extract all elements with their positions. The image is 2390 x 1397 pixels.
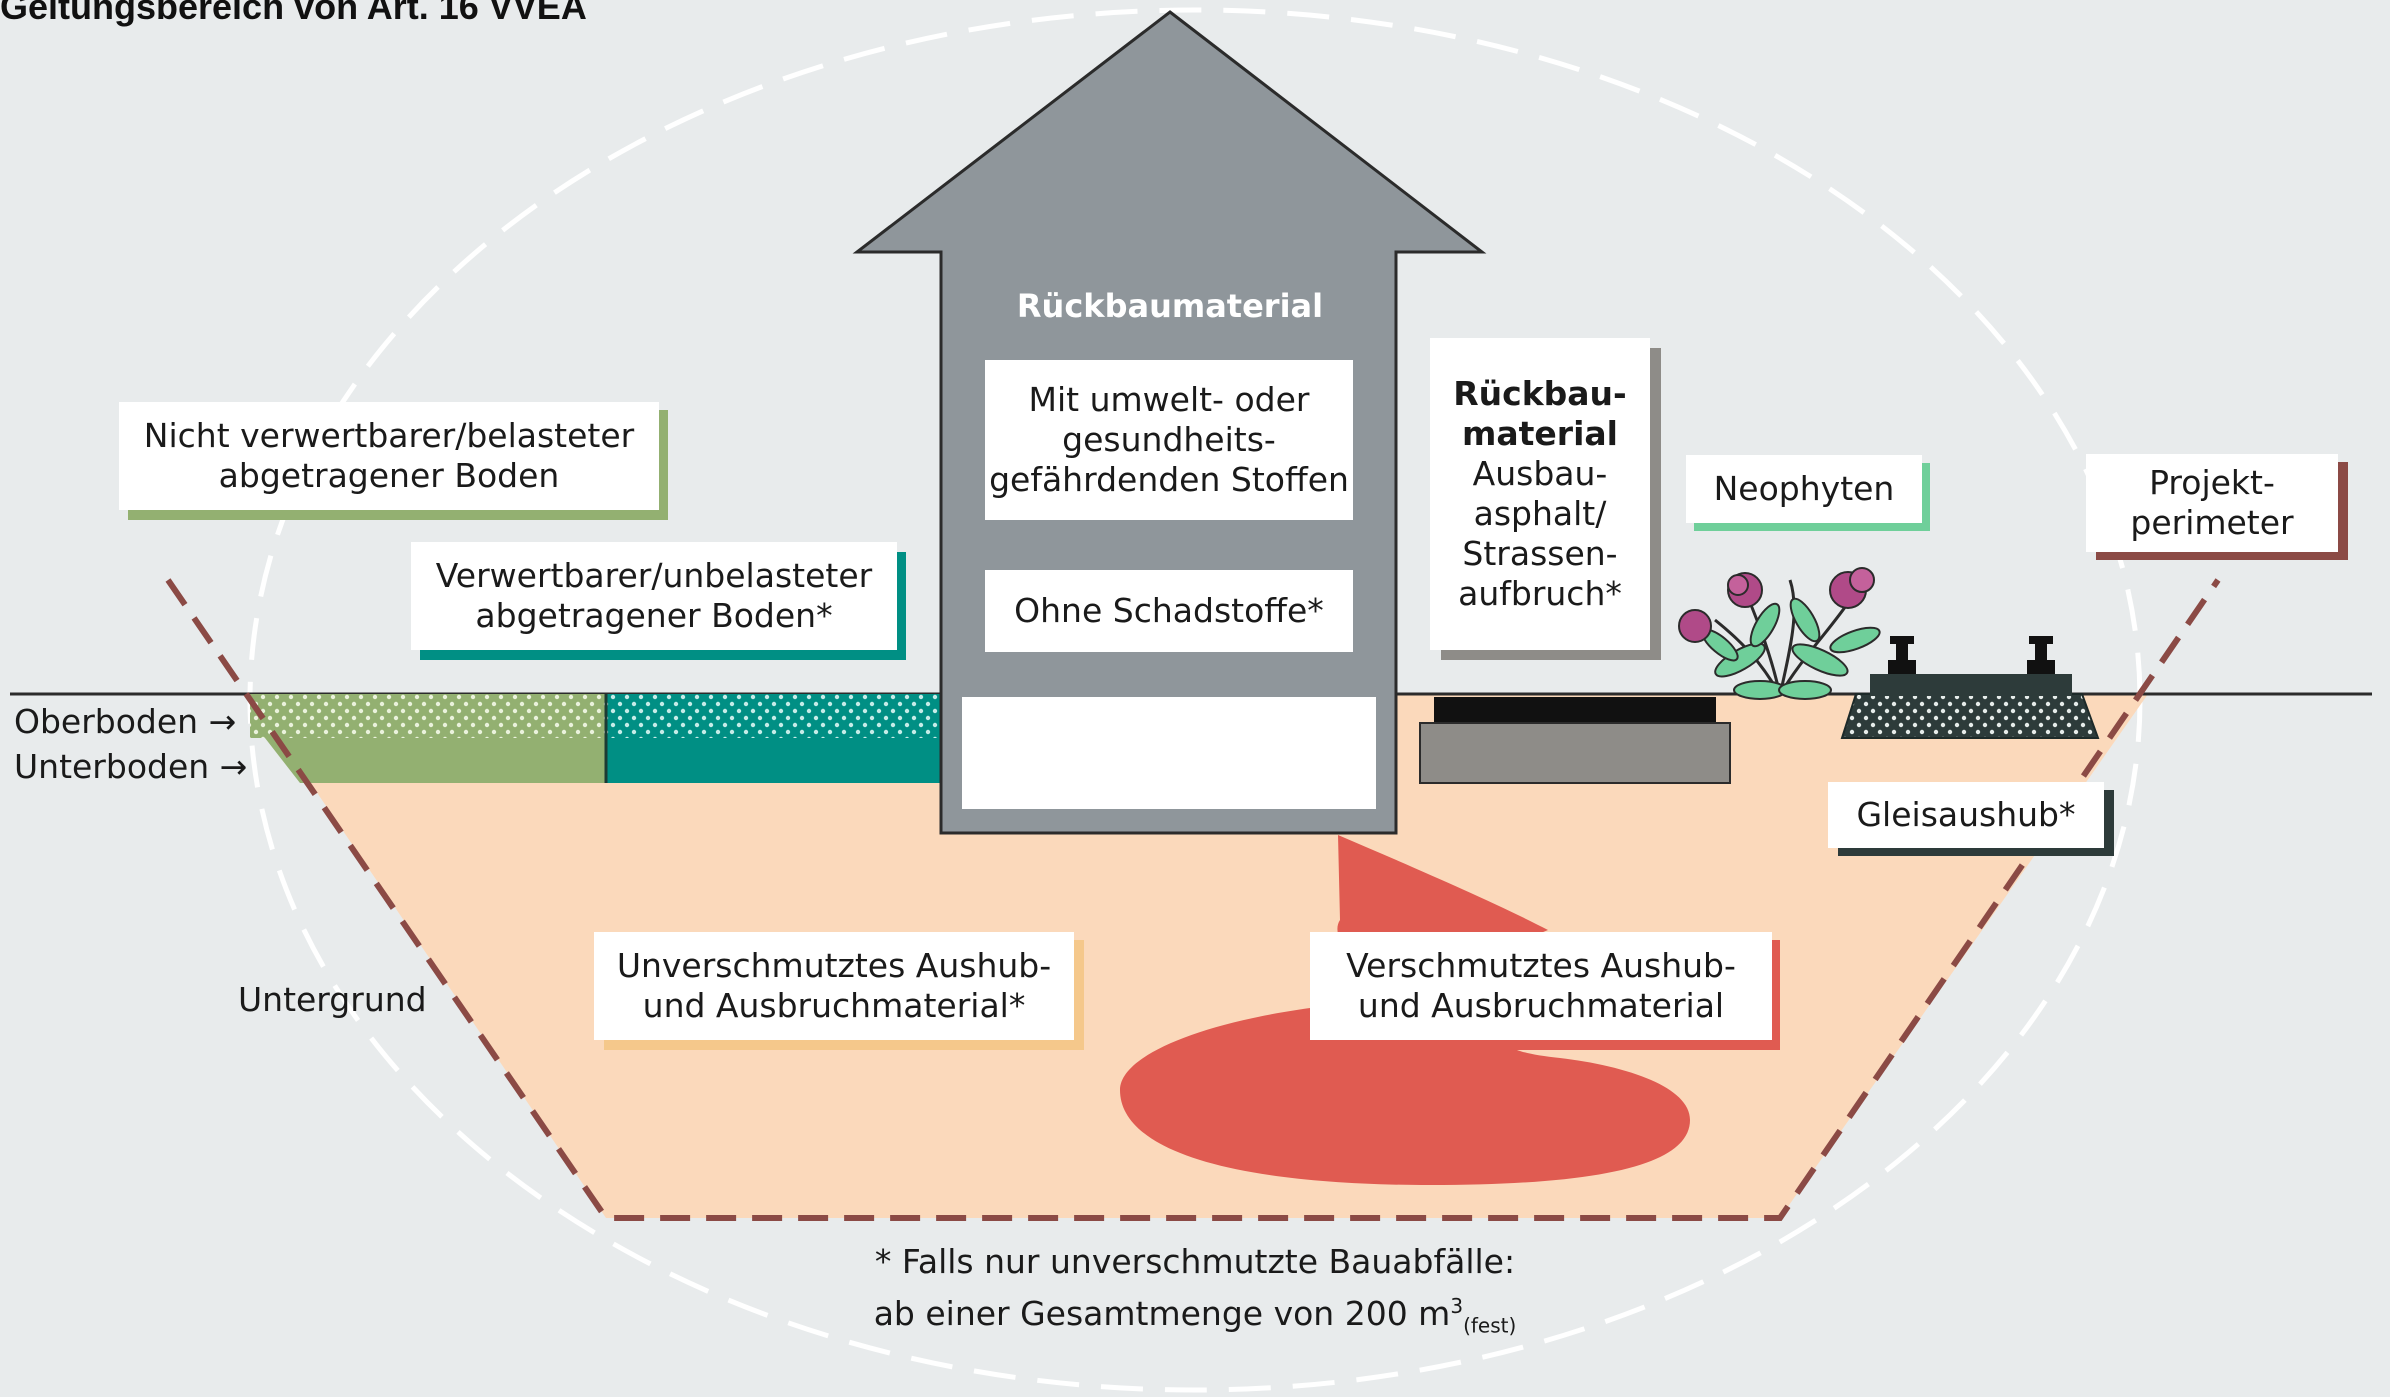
asphalt-line-3: Strassen- bbox=[1462, 534, 1618, 573]
house-basement bbox=[962, 697, 1376, 809]
usable-soil-line-2: abgetragener Boden* bbox=[475, 596, 833, 635]
topsoil-nonusable bbox=[250, 694, 606, 738]
topsoil-usable bbox=[606, 694, 942, 738]
house-polluted-box: Mit umwelt- oder gesundheits- gefährdend… bbox=[985, 360, 1353, 520]
polluted-line-2: und Ausbruchmaterial bbox=[1357, 986, 1725, 1025]
neophytes-label: Neophyten bbox=[1713, 469, 1895, 508]
asphalt-line-4: aufbruch* bbox=[1458, 574, 1622, 613]
project-perimeter-line-1: Projekt- bbox=[2149, 463, 2275, 502]
nonusable-soil-line-1: Nicht verwertbarer/belasteter bbox=[143, 416, 635, 455]
unpolluted-line-2: und Ausbruchmaterial* bbox=[642, 986, 1026, 1025]
house-clean-box: Ohne Schadstoffe* bbox=[985, 570, 1353, 652]
subsoil-nonusable bbox=[265, 738, 606, 783]
asphalt-line-1: Ausbau- bbox=[1472, 454, 1608, 493]
asphalt-title-2: material bbox=[1462, 414, 1618, 453]
house-polluted-line-2: gesundheits- bbox=[1062, 420, 1276, 459]
nonusable-soil-line-2: abgetragener Boden bbox=[218, 456, 560, 495]
project-perimeter-box: Projekt- perimeter bbox=[2086, 454, 2338, 552]
asphalt-title-1: Rückbau- bbox=[1453, 374, 1627, 413]
project-perimeter-line-2: perimeter bbox=[2130, 503, 2294, 542]
asphalt-base bbox=[1419, 722, 1731, 784]
footnote-line-2-sup: 3 bbox=[1450, 1294, 1464, 1318]
neophyte-plant-icon bbox=[1678, 567, 1881, 700]
footnote-line-2-sub: (fest) bbox=[1463, 1313, 1517, 1338]
neophytes-box: Neophyten bbox=[1686, 455, 1922, 523]
track-ballast bbox=[1840, 693, 2100, 739]
topsoil-label: Oberboden → bbox=[14, 702, 237, 741]
polluted-line-1: Verschmutztes Aushub- bbox=[1346, 946, 1736, 985]
track-excavation-label: Gleisaushub* bbox=[1856, 795, 2076, 834]
project-perimeter-line bbox=[165, 578, 2221, 1221]
house-polluted-line-1: Mit umwelt- oder bbox=[1028, 380, 1310, 419]
house-title: Rückbaumaterial bbox=[1016, 287, 1324, 325]
rail-icon-right bbox=[2027, 636, 2055, 674]
pollution-pool bbox=[1120, 1000, 1690, 1185]
subsoil-usable bbox=[606, 738, 942, 783]
asphalt-line-2: asphalt/ bbox=[1473, 494, 1607, 533]
track-excavation-box: Gleisaushub* bbox=[1828, 782, 2104, 848]
nonusable-soil-box: Nicht verwertbarer/belasteter abgetragen… bbox=[119, 402, 659, 510]
usable-soil-line-1: Verwertbarer/unbelasteter bbox=[435, 556, 873, 595]
house-clean-label: Ohne Schadstoffe* bbox=[1014, 591, 1324, 630]
track-sleeper bbox=[1870, 674, 2072, 696]
page-title: Geltungsbereich von Art. 16 VVEA bbox=[0, 0, 587, 27]
subsoil-label: Unterboden → bbox=[14, 747, 248, 786]
unpolluted-box: Unverschmutztes Aushub- und Ausbruchmate… bbox=[594, 932, 1074, 1040]
footnote: * Falls nur unverschmutzte Bauabfälle: a… bbox=[795, 1240, 1595, 1348]
excavation-pit bbox=[250, 694, 2148, 1218]
unpolluted-line-1: Unverschmutztes Aushub- bbox=[616, 946, 1052, 985]
house-polluted-line-3: gefährdenden Stoffen bbox=[989, 460, 1349, 499]
polluted-box: Verschmutztes Aushub- und Ausbruchmateri… bbox=[1310, 932, 1772, 1040]
footnote-line-2: ab einer Gesamtmenge von 200 m3(fest) bbox=[795, 1284, 1595, 1348]
footnote-line-1: * Falls nur unverschmutzte Bauabfälle: bbox=[874, 1242, 1516, 1281]
rail-icon-left bbox=[1888, 636, 1916, 674]
underground-label: Untergrund bbox=[238, 980, 427, 1019]
usable-soil-box: Verwertbarer/unbelasteter abgetragener B… bbox=[411, 542, 897, 650]
asphalt-top bbox=[1434, 697, 1716, 723]
asphalt-box: Rückbau- material Ausbau- asphalt/ Stras… bbox=[1430, 338, 1650, 650]
footnote-line-2-main: ab einer Gesamtmenge von 200 m bbox=[873, 1294, 1451, 1333]
